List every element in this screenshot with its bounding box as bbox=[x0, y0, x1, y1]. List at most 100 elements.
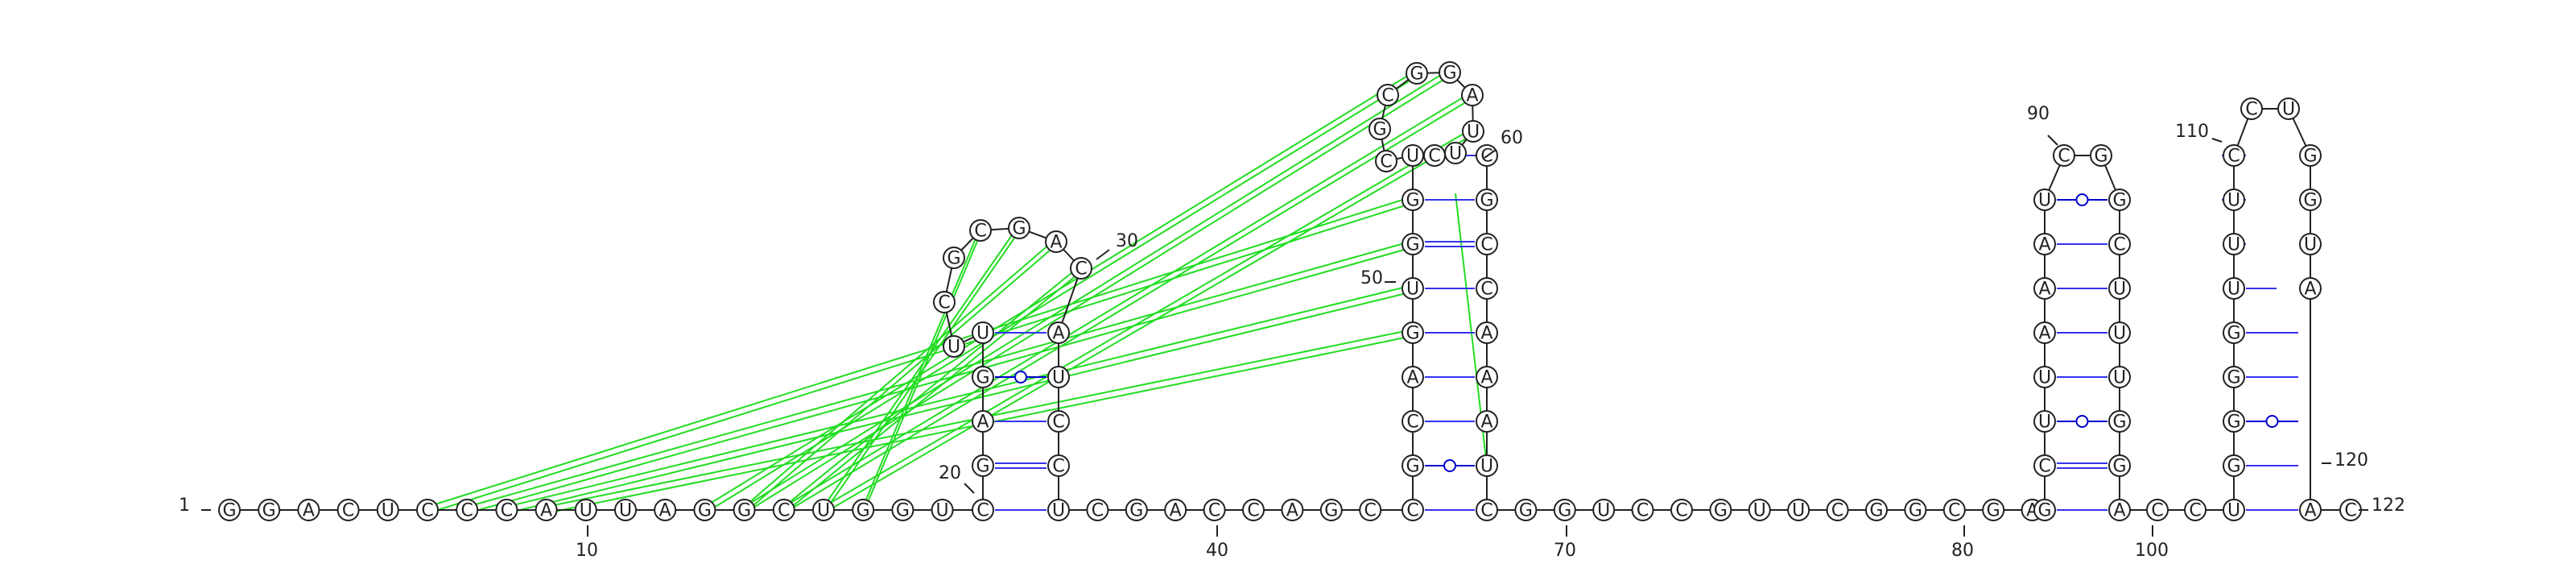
nucleotide-72: G bbox=[1514, 499, 1538, 521]
nucleotide-letter: A bbox=[303, 501, 315, 521]
label-60: 60 bbox=[1501, 128, 1523, 148]
pseudoknot-link bbox=[783, 264, 1082, 508]
nucleotide-102: G bbox=[2108, 454, 2131, 477]
nucleotide-21: G bbox=[972, 454, 994, 477]
label-50: 50 bbox=[1360, 268, 1383, 288]
nucleotide-letter: U bbox=[1597, 501, 1610, 521]
pseudoknot-link bbox=[823, 134, 1474, 514]
nucleotide-114: C bbox=[2223, 144, 2245, 167]
nucleotide-letter: G bbox=[1519, 501, 1533, 521]
nucleotide-118: G bbox=[2299, 189, 2322, 211]
nucleotide-letter: A bbox=[2038, 235, 2050, 255]
nucleotide-letter: A bbox=[1170, 501, 1182, 521]
nucleotide-letter: U bbox=[2038, 368, 2051, 388]
label-90: 90 bbox=[2027, 104, 2050, 124]
nucleotide-letter: G bbox=[222, 501, 236, 521]
nucleotide-letter: A bbox=[2038, 324, 2050, 344]
nucleotide-letter: U bbox=[947, 338, 960, 358]
nucleotide-96: G bbox=[2108, 189, 2131, 211]
nucleotide-letter: C bbox=[2113, 235, 2125, 255]
nucleotide-letter: A bbox=[659, 501, 671, 521]
nucleotide-100: U bbox=[2108, 366, 2131, 388]
nucleotide-69: A bbox=[1476, 410, 1498, 433]
nucleotide-7: C bbox=[456, 499, 479, 521]
nucleotide-letter: C bbox=[1075, 259, 1087, 280]
nucleotide-letter: G bbox=[2112, 413, 2126, 433]
nucleotide-letter: G bbox=[1373, 120, 1386, 140]
label-40: 40 bbox=[1206, 541, 1228, 561]
nucleotide-101: G bbox=[2108, 410, 2131, 433]
label-20-tick bbox=[964, 483, 975, 494]
nucleotide-letter: G bbox=[976, 368, 989, 388]
pseudoknot-link bbox=[783, 271, 1082, 514]
nucleotide-letter: G bbox=[1406, 235, 1419, 255]
nucleotide-110: G bbox=[2223, 321, 2245, 344]
nucleotide-letter: C bbox=[2189, 501, 2201, 521]
nucleotide-letter: U bbox=[1406, 280, 1419, 300]
nucleotide-42: A bbox=[1281, 499, 1304, 521]
nucleotide-letter: G bbox=[2227, 457, 2240, 477]
nucleotide-52: G bbox=[1402, 189, 1424, 211]
nucleotide-letter: U bbox=[2282, 100, 2295, 120]
nucleotide-109: G bbox=[2223, 366, 2245, 388]
backbone-segment bbox=[1058, 267, 1082, 334]
nucleotide-letter: G bbox=[1406, 324, 1419, 344]
nucleotide-121: A bbox=[2299, 499, 2322, 521]
nucleotide-93: U bbox=[2033, 189, 2056, 211]
nucleotide-105: C bbox=[2184, 499, 2207, 521]
nucleotide-11: U bbox=[614, 499, 637, 521]
nucleotide-letter: C bbox=[1637, 501, 1649, 521]
nucleotide-67: A bbox=[1476, 321, 1498, 344]
nucleotide-letter: C bbox=[1381, 86, 1393, 106]
nucleotide-letter: A bbox=[1286, 501, 1298, 521]
nucleotide-74: U bbox=[1592, 499, 1616, 521]
nucleotide-letter: A bbox=[1480, 368, 1492, 388]
nucleotide-letter: C bbox=[1247, 501, 1259, 521]
base-pair bbox=[1425, 459, 1475, 472]
nucleotide-28: C bbox=[969, 219, 992, 242]
nucleotide-66: C bbox=[1476, 277, 1498, 300]
nucleotide-letter: U bbox=[2038, 413, 2051, 433]
label-30-tick bbox=[1096, 249, 1110, 260]
nucleotide-81: G bbox=[1865, 499, 1888, 521]
nucleotide-letter: U bbox=[2038, 191, 2051, 211]
nucleotide-64: G bbox=[1476, 189, 1498, 211]
nucleotide-letter: U bbox=[2227, 191, 2240, 211]
nucleotide-letter: G bbox=[1406, 191, 1419, 211]
label-60-tick bbox=[1484, 149, 1496, 159]
nucleotide-27: G bbox=[943, 247, 965, 269]
nucleotide-83: C bbox=[1942, 499, 1966, 521]
nucleotide-letter: U bbox=[2113, 324, 2126, 344]
nucleotide-letter: A bbox=[2304, 280, 2316, 300]
nucleotide-92: A bbox=[2033, 233, 2056, 255]
nucleotide-84: G bbox=[1982, 499, 2005, 521]
nucleotide-letter: C bbox=[1406, 501, 1418, 521]
nucleotide-68: A bbox=[1476, 366, 1498, 388]
nucleotide-24: U bbox=[972, 321, 994, 344]
nucleotide-18: G bbox=[891, 499, 914, 521]
nucleotide-letter: U bbox=[2113, 280, 2126, 300]
label-110-tick bbox=[2211, 138, 2223, 143]
nucleotide-86: G bbox=[2033, 499, 2056, 521]
nucleotide-letter: C bbox=[778, 501, 790, 521]
nucleotide-letter: C bbox=[2245, 100, 2257, 120]
nucleotide-letter: G bbox=[1406, 457, 1419, 477]
nucleotide-letter: G bbox=[1909, 501, 1922, 521]
nucleotide-letter: G bbox=[1869, 501, 1883, 521]
nucleotide-70: U bbox=[1476, 454, 1498, 477]
nucleotide-37: C bbox=[1086, 499, 1109, 521]
nucleotide-letter: A bbox=[1480, 324, 1492, 344]
label-30: 30 bbox=[1116, 231, 1138, 251]
nucleotide-119: U bbox=[2299, 233, 2322, 255]
nucleotide-25: U bbox=[943, 335, 965, 358]
base-pair bbox=[2057, 193, 2107, 206]
nucleotide-letter: G bbox=[2227, 368, 2240, 388]
pseudoknot-link bbox=[466, 240, 1414, 508]
nucleotide-39: A bbox=[1164, 499, 1187, 521]
nucleotide-54: C bbox=[1375, 150, 1397, 172]
nucleotide-letter: G bbox=[2227, 324, 2240, 344]
nucleotide-letter: G bbox=[1558, 501, 1571, 521]
pseudoknot-link bbox=[823, 127, 1474, 508]
nucleotide-117: G bbox=[2299, 144, 2322, 167]
nucleotide-26: C bbox=[933, 291, 956, 313]
